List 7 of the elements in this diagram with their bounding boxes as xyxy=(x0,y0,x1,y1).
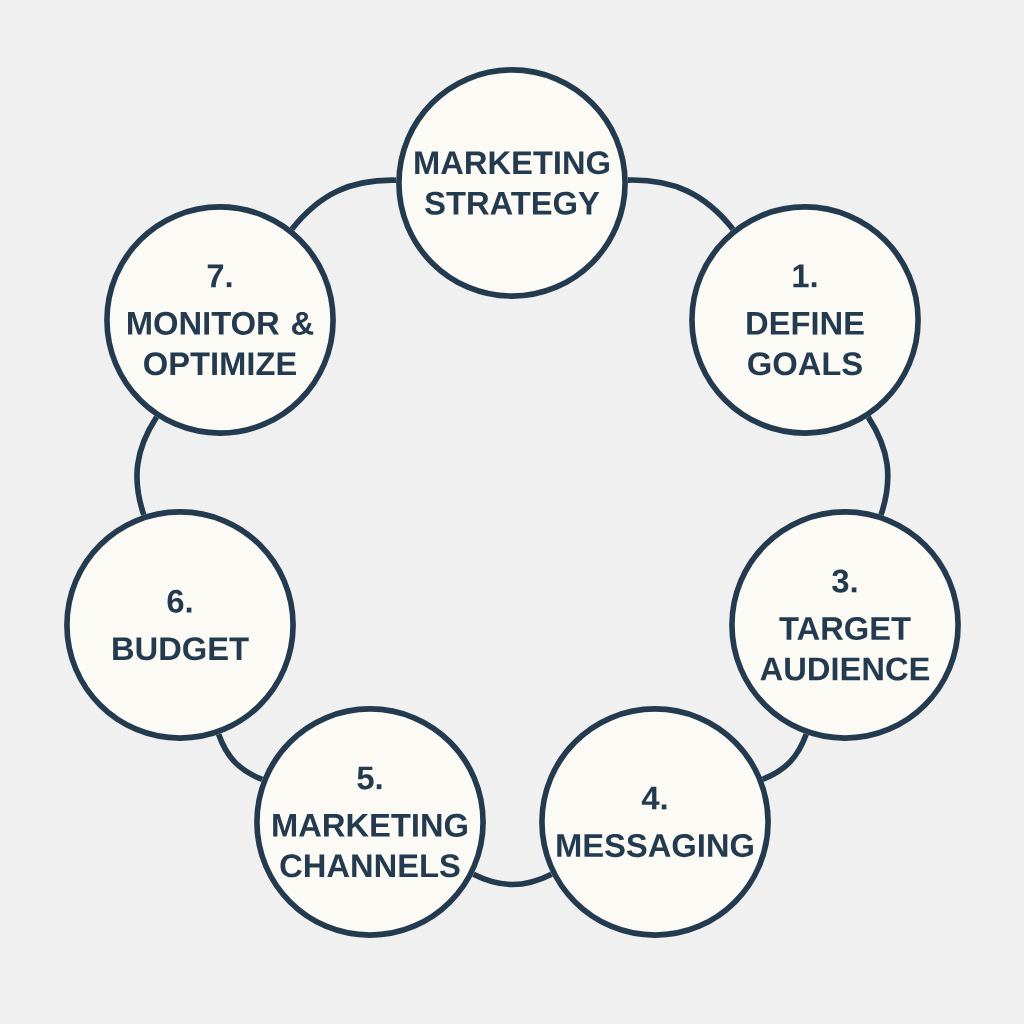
ring-arc xyxy=(289,177,397,231)
ring-arc xyxy=(761,733,809,782)
ring-arc xyxy=(472,871,553,888)
ring-arc xyxy=(865,415,891,516)
ring-arc xyxy=(216,733,264,783)
ring-arc xyxy=(627,177,736,232)
ring-arc xyxy=(134,415,159,516)
